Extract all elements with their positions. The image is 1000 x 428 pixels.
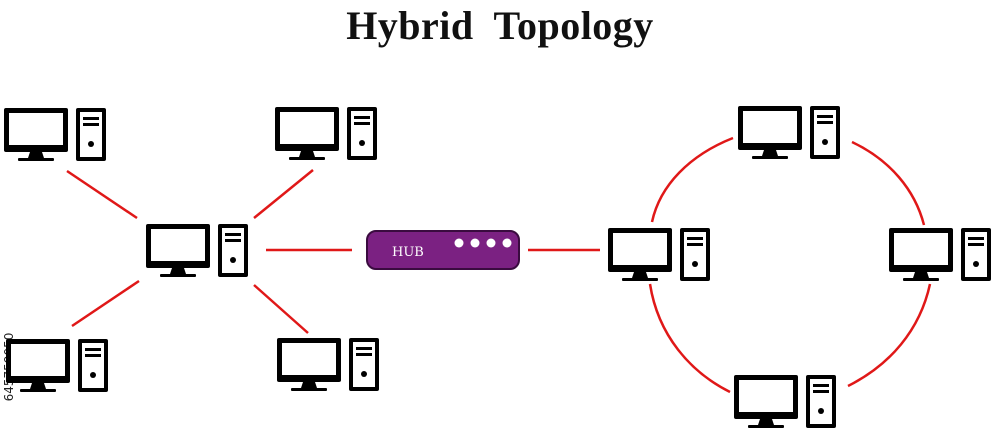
desktop-computer-icon [275,107,377,160]
link-center-top-left [66,169,138,220]
link-center-bottom-right [253,284,309,334]
ring-arc-top-right [851,140,926,226]
desktop-computer-icon [146,224,248,277]
hub-led-4 [502,238,512,248]
desktop-computer-icon [4,108,106,161]
ring-arc-bottom-left [648,283,731,394]
hub-led-2 [470,238,480,248]
hub-label: HUB [392,245,424,260]
desktop-computer-icon [277,338,379,391]
ring-arc-right-bottom [847,283,932,388]
desktop-computer-icon [889,228,991,281]
star-links [66,169,600,334]
ring-computers [608,106,991,428]
diagram-title: Hybrid Topology [346,3,654,48]
hub-led-1 [454,238,464,248]
hub-led-3 [486,238,496,248]
desktop-computer-icon [608,228,710,281]
desktop-computer-icon [734,375,836,428]
link-center-top-right [253,169,314,219]
ring-links [648,136,932,394]
desktop-computer-icon [738,106,840,159]
desktop-computer-icon [6,339,108,392]
hub-device: HUB [366,230,520,270]
ring-arc-left-top [650,136,734,223]
link-center-bottom-left [71,279,140,328]
